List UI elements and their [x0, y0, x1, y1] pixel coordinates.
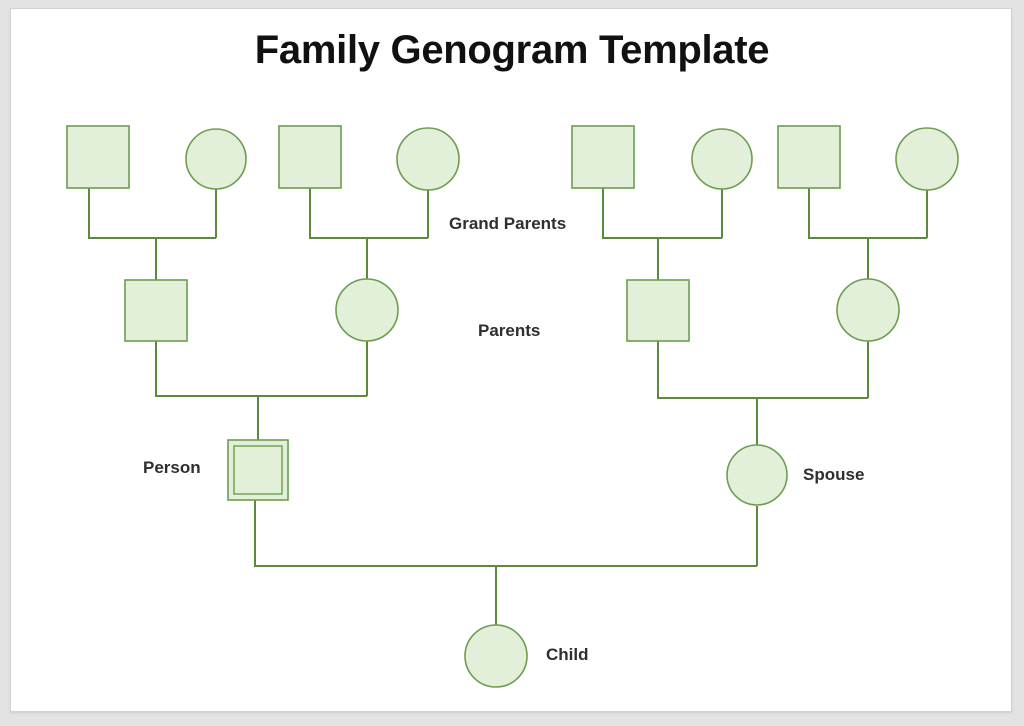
node-grandparent-male-2[interactable] [278, 125, 342, 189]
node-grandparent-female-2[interactable] [396, 127, 460, 191]
union-line-parents-right [657, 341, 869, 399]
union-line-parents-left [155, 341, 368, 397]
node-person-inner [233, 445, 283, 495]
union-line-grandparents-1 [88, 188, 217, 239]
node-parent-female-right[interactable] [836, 278, 900, 342]
label-parents: Parents [478, 321, 541, 340]
node-parent-male-right[interactable] [626, 279, 690, 342]
union-line-grandparents-2 [309, 188, 429, 239]
node-grandparent-female-4[interactable] [895, 127, 959, 191]
union-line-grandparents-4 [808, 188, 928, 239]
node-child[interactable] [464, 624, 528, 688]
node-grandparent-female-3[interactable] [691, 128, 753, 190]
diagram-canvas [10, 8, 1012, 712]
node-grandparent-male-3[interactable] [571, 125, 635, 189]
node-grandparent-male-4[interactable] [777, 125, 841, 189]
genogram-nodes [66, 125, 959, 688]
label-grand-parents: Grand Parents [449, 214, 567, 233]
node-grandparent-male-1[interactable] [66, 125, 130, 189]
page-title: Family Genogram Template [254, 28, 770, 72]
label-child: Child [546, 645, 589, 664]
connector-lines [88, 188, 928, 626]
union-line-grandparents-3 [602, 188, 723, 239]
label-person: Person [143, 458, 201, 477]
label-spouse: Spouse [803, 465, 865, 484]
node-parent-female-left[interactable] [335, 278, 399, 342]
union-line-person-spouse [254, 500, 758, 567]
node-spouse[interactable] [726, 444, 788, 506]
node-grandparent-female-1[interactable] [185, 128, 247, 190]
node-parent-male-left[interactable] [124, 279, 188, 342]
